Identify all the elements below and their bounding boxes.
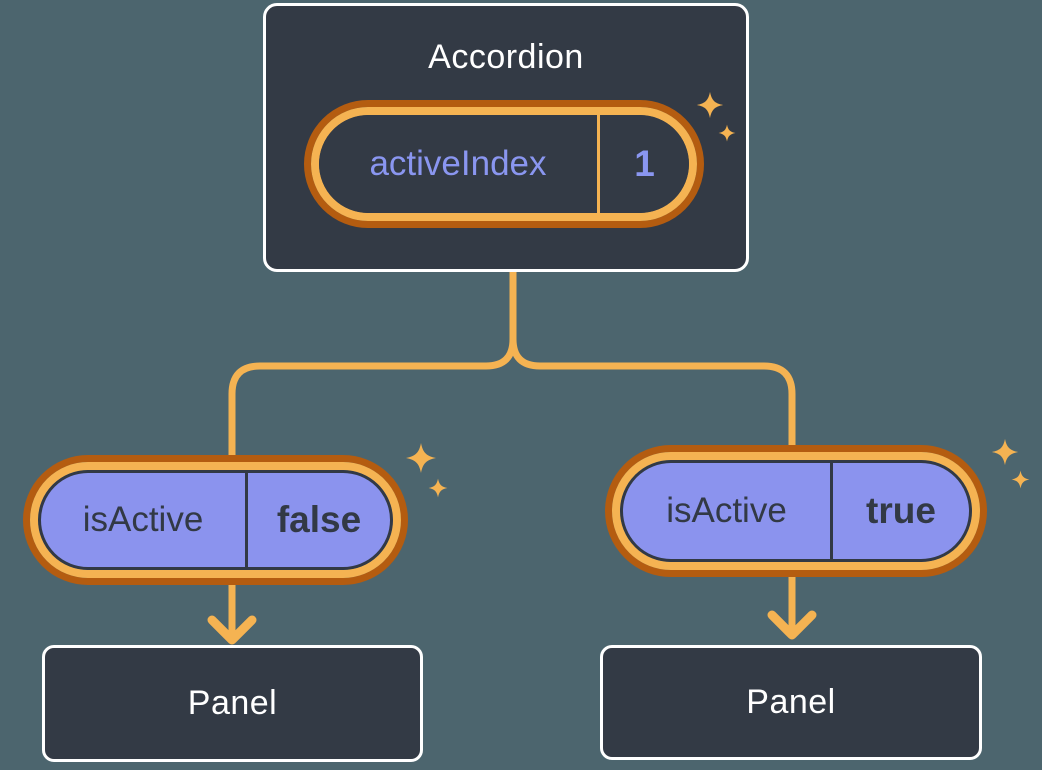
panel-title-left: Panel xyxy=(187,684,278,722)
state-value: 1 xyxy=(634,143,655,184)
state-pill-inner-ring: activeIndex 1 xyxy=(311,107,697,221)
prop-value-left: false xyxy=(276,499,362,540)
pill-divider xyxy=(830,463,833,559)
branch-line-right xyxy=(509,266,796,452)
prop-pill-right: isActive true xyxy=(605,445,987,577)
branch-line-left xyxy=(228,266,517,462)
sparkle-icon xyxy=(406,443,436,473)
prop-pill-left-inner-ring: isActive false xyxy=(30,462,401,578)
prop-name-right: isActive xyxy=(666,491,787,530)
prop-pill-left-outer-ring: isActive false xyxy=(23,455,408,585)
state-pill: activeIndex 1 xyxy=(304,100,704,228)
pill-divider xyxy=(597,115,600,213)
prop-pill-right-outer-ring: isActive true xyxy=(605,445,987,577)
prop-value-right: true xyxy=(866,490,936,531)
panel-box-left: Panel xyxy=(42,645,423,762)
prop-name-left: isActive xyxy=(82,500,204,539)
state-pill-outer-ring: activeIndex 1 xyxy=(304,100,704,228)
prop-pill-left: isActive false xyxy=(23,455,408,585)
sparkle-icon xyxy=(991,438,1019,466)
arrow-head-left xyxy=(207,615,257,645)
sparkle-icon xyxy=(1011,470,1030,489)
state-name: activeIndex xyxy=(369,144,547,183)
panel-title-right: Panel xyxy=(746,683,836,721)
panel-box-right: Panel xyxy=(600,645,982,760)
arrow-head-right xyxy=(767,610,817,640)
sparkle-icon xyxy=(428,478,448,498)
accordion-title: Accordion xyxy=(428,38,584,76)
pill-divider xyxy=(245,473,248,567)
accordion-component-box: Accordion activeIndex 1 xyxy=(263,3,749,272)
prop-pill-right-inner-ring: isActive true xyxy=(612,452,980,570)
